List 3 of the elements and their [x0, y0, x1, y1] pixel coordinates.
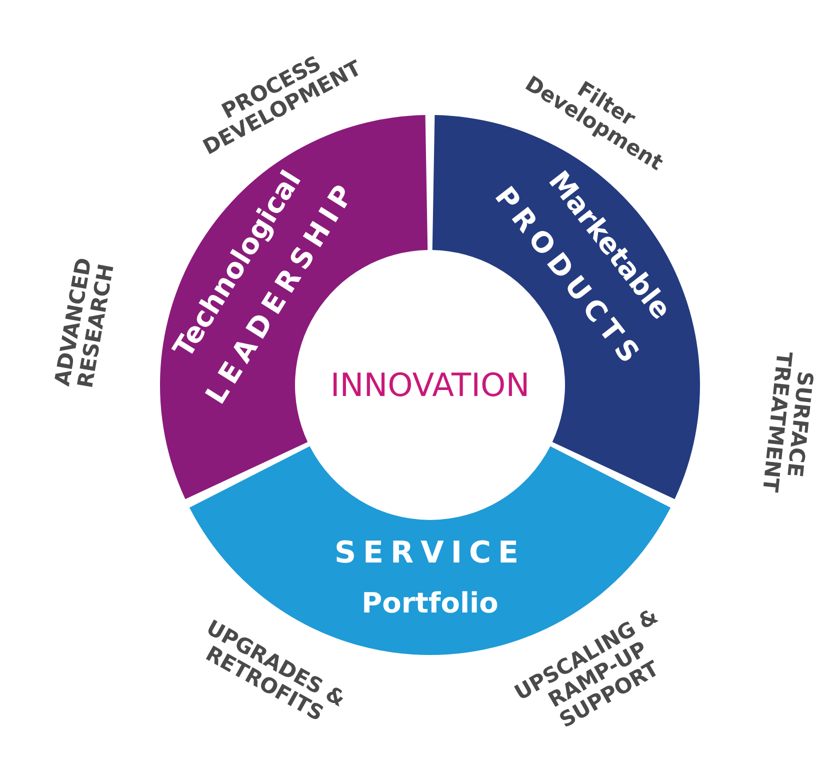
segment-title: Portfolio — [362, 586, 498, 620]
segment-heading: SERVICE — [334, 536, 526, 570]
outer-label: SURFACE TREATMENT — [756, 349, 819, 495]
